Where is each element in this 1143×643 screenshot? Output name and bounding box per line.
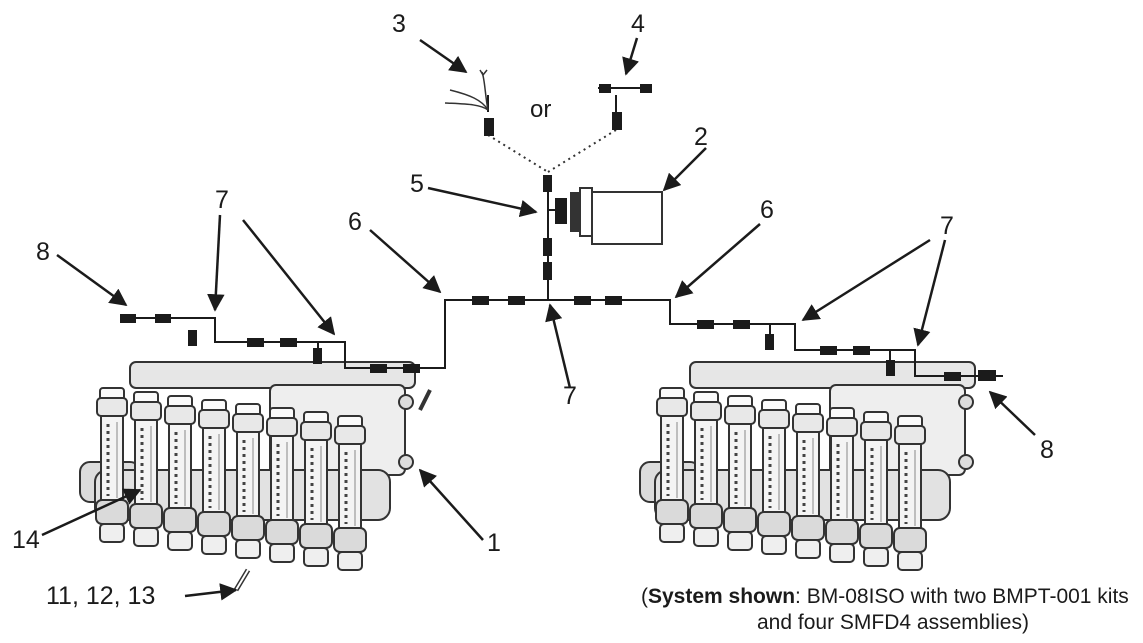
cable-dotted-links (487, 129, 617, 173)
fitting-part (418, 389, 432, 411)
caption-rest: : BM-08ISO with two BMPT-001 kits (795, 585, 1129, 608)
caption-line2: and four SMFD4 assemblies) (757, 611, 1029, 634)
callout-label-4: 4 (631, 10, 645, 38)
callout-label-11-12-13: 11, 12, 13 (46, 582, 156, 610)
callout-label-7-right: 7 (940, 212, 954, 240)
callout-arrows (41, 37, 1036, 601)
callout-label-8-left: 8 (36, 238, 50, 266)
fastener-part (233, 568, 251, 592)
callout-label-6-right: 6 (760, 196, 774, 224)
callout-label-5: 5 (410, 170, 424, 198)
callout-label-2: 2 (694, 123, 708, 151)
callout-label-7-center: 7 (563, 382, 577, 410)
caption-bold: System shown (648, 585, 796, 608)
callout-label-7-left: 7 (215, 186, 229, 214)
cable-connectors (120, 84, 996, 381)
callout-label-1: 1 (487, 529, 501, 557)
wire-end-cable (444, 69, 489, 111)
or-label: or (530, 96, 552, 123)
caption-open: ( (641, 585, 648, 608)
interface-box (570, 187, 663, 245)
left-manifold-assembly (79, 361, 432, 572)
callout-label-14: 14 (12, 526, 40, 554)
right-manifold-assembly (639, 361, 976, 572)
callout-label-8-right: 8 (1040, 436, 1054, 464)
system-caption: (System shown: BM-08ISO with two BMPT-00… (641, 584, 1129, 636)
callout-label-3: 3 (392, 10, 406, 38)
callout-label-6-left: 6 (348, 208, 362, 236)
